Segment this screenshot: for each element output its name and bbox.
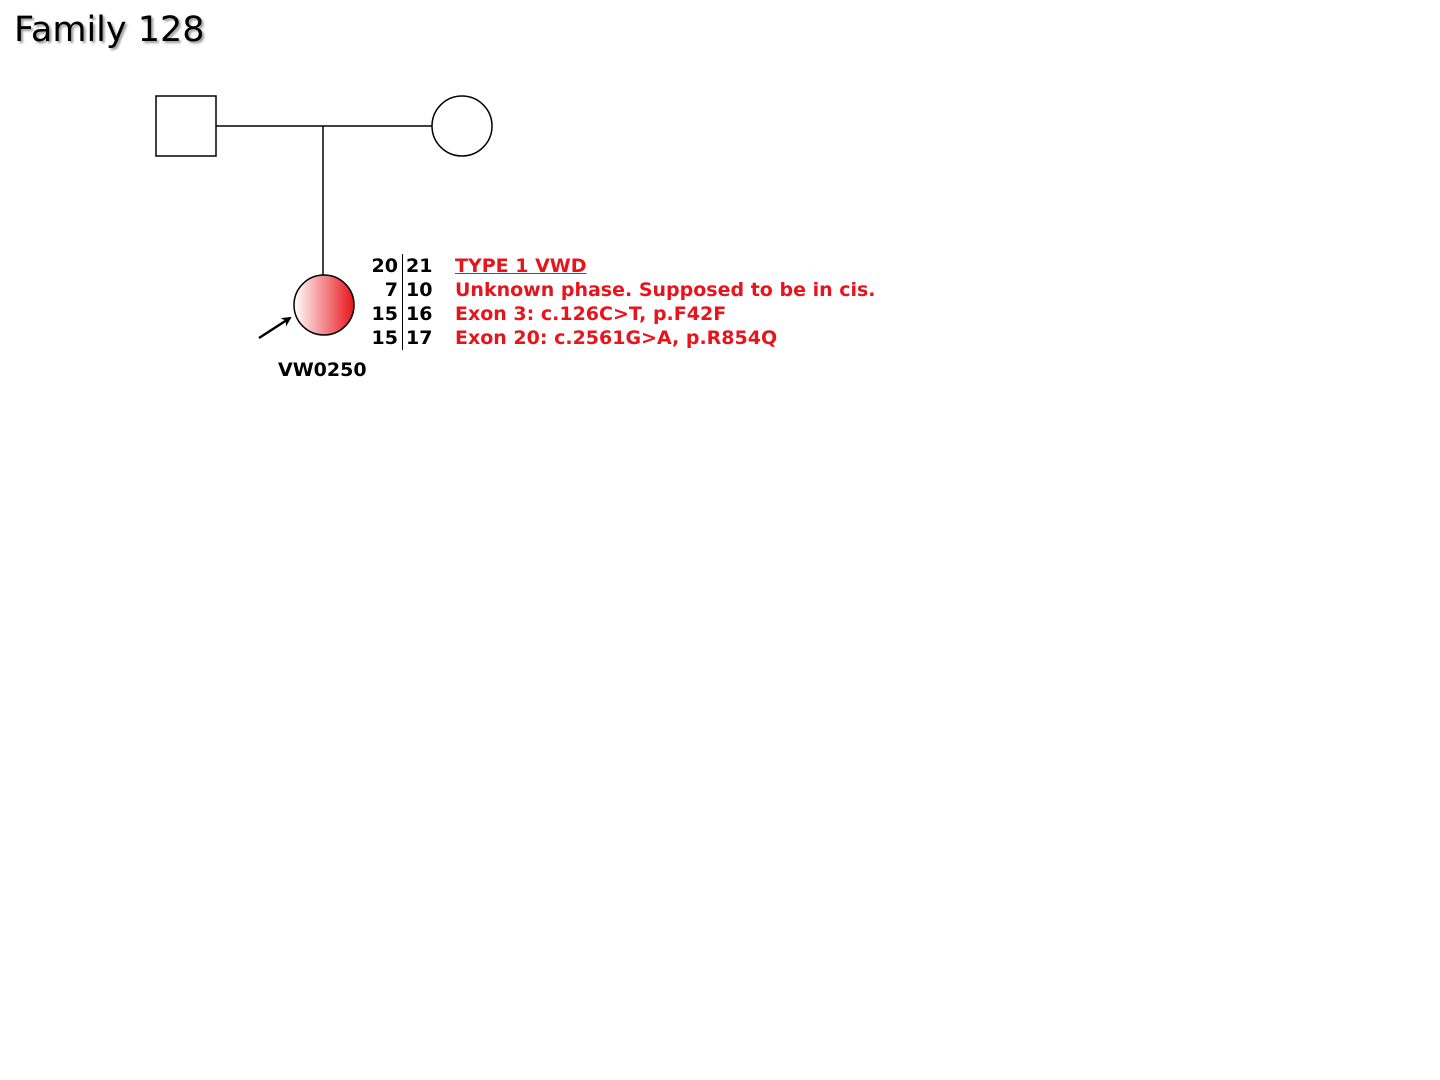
- proband-id-label: VW0250: [278, 359, 367, 381]
- allele-right: 21: [406, 255, 433, 277]
- father-male-symbol: [155, 95, 217, 157]
- page-title: Family 128: [14, 10, 205, 50]
- allele-right: 10: [406, 279, 433, 301]
- phase-note: Unknown phase. Supposed to be in cis.: [455, 279, 876, 301]
- allele-left: 15: [366, 302, 403, 326]
- allele-left: 20: [366, 254, 403, 278]
- variant-note: Exon 20: c.2561G>A, p.R854Q: [455, 327, 778, 349]
- allele-left: 7: [366, 278, 403, 302]
- proband-arrow-icon: [258, 316, 292, 340]
- allele-left: 15: [366, 326, 403, 350]
- diagnosis-label: TYPE 1 VWD: [455, 255, 587, 277]
- haplotype-row: 15 16 Exon 3: c.126C>T, p.F42F: [366, 302, 876, 326]
- variant-note: Exon 3: c.126C>T, p.F42F: [455, 303, 727, 325]
- allele-right: 16: [406, 303, 433, 325]
- haplotype-row: 7 10 Unknown phase. Supposed to be in ci…: [366, 278, 876, 302]
- proband-affected-female-symbol: [293, 274, 355, 336]
- mother-female-symbol: [431, 95, 493, 157]
- haplotype-table: 20 21 TYPE 1 VWD 7 10 Unknown phase. Sup…: [366, 254, 876, 350]
- haplotype-row: 20 21 TYPE 1 VWD: [366, 254, 876, 278]
- allele-right: 17: [406, 327, 433, 349]
- haplotype-row: 15 17 Exon 20: c.2561G>A, p.R854Q: [366, 326, 876, 350]
